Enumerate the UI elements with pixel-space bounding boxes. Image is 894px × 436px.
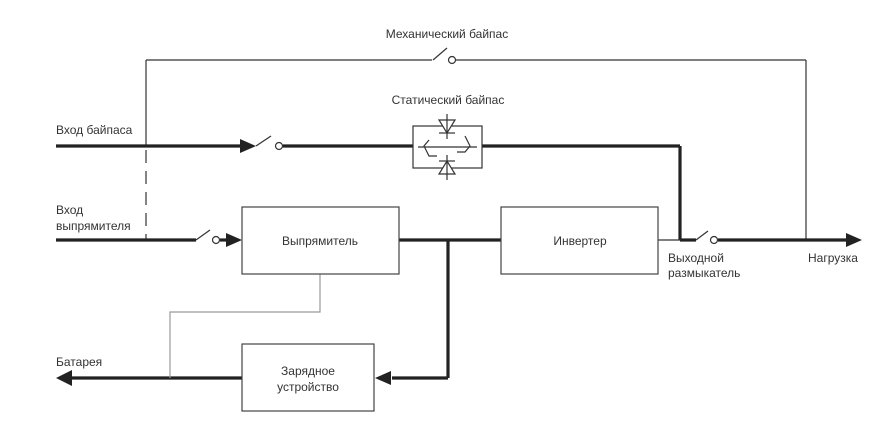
- charger-label-line2: устройство: [277, 380, 339, 394]
- inverter-label: Инвертер: [553, 234, 607, 248]
- output-switch-contact: [709, 235, 719, 245]
- battery-arrow: [56, 370, 72, 386]
- bypass-input-path: [56, 135, 682, 240]
- load-label: Нагрузка: [808, 251, 858, 265]
- mechanical-bypass-path: [145, 47, 807, 240]
- rectifier-switch-contact: [211, 235, 221, 245]
- charger-block: Зарядное устройство: [241, 343, 375, 412]
- output-switch-label-line2: размыкатель: [668, 266, 740, 280]
- rectifier-input-label-line1: Вход: [56, 203, 83, 217]
- charger-label-line1: Зарядное: [281, 364, 335, 378]
- bypass-switch-contact: [274, 141, 284, 151]
- output-switch-label-line1: Выходной: [668, 251, 724, 265]
- mechanical-bypass-switch-contact: [447, 55, 457, 65]
- charger-input-arrow: [375, 371, 391, 385]
- static-bypass-label: Статический байпас: [392, 93, 505, 107]
- load-output-arrow: [846, 233, 862, 247]
- battery-path: [56, 274, 321, 386]
- bypass-switch-blade: [255, 135, 272, 147]
- rectifier-block: Выпрямитель: [241, 206, 400, 275]
- rectifier-battery-link: [169, 274, 321, 378]
- battery-label: Батарея: [56, 355, 102, 369]
- static-bypass-thyristor: [412, 114, 483, 180]
- rectifier-input-arrow: [226, 233, 242, 247]
- rectifier-input-label-line2: выпрямителя: [56, 219, 131, 233]
- output-switch-blade: [695, 230, 709, 241]
- mechanical-bypass-label: Механический байпас: [386, 27, 508, 41]
- rectifier-switch-blade: [195, 229, 211, 241]
- rectifier-input-path: [56, 229, 242, 247]
- inverter-block: Инвертер: [500, 206, 659, 275]
- bypass-input-label: Вход байпаса: [56, 123, 133, 137]
- rectifier-label: Выпрямитель: [282, 234, 358, 248]
- mechanical-bypass-switch-blade: [432, 47, 448, 61]
- bypass-input-arrow: [240, 139, 256, 153]
- dc-bus-path: [375, 230, 862, 385]
